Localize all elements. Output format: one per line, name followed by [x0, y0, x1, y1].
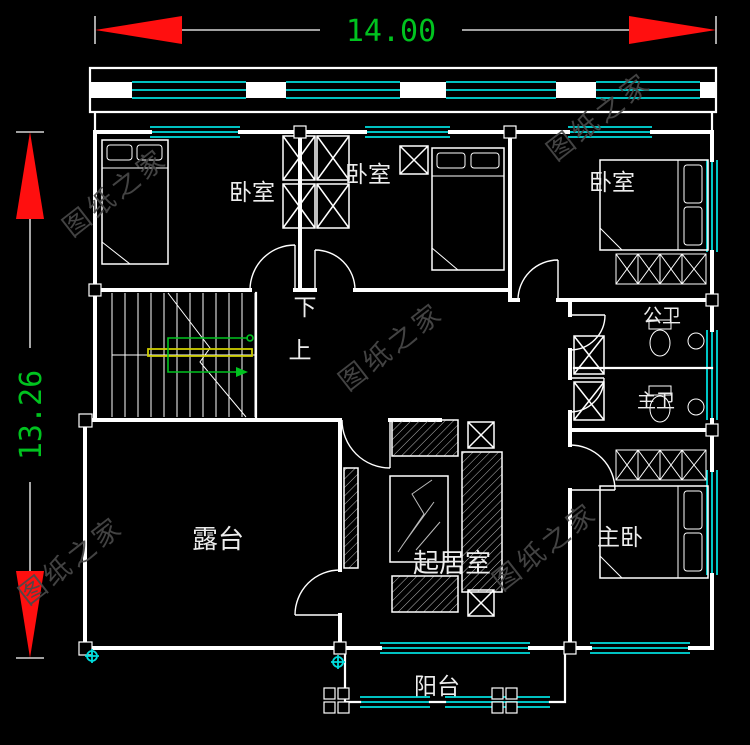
- stair-arrow-start: [246, 334, 254, 342]
- washbasin: [687, 332, 705, 350]
- pillow: [683, 490, 703, 530]
- stair-handrail: [147, 348, 253, 357]
- height-dimension-label: 13.26: [14, 370, 49, 460]
- nightstand: [399, 145, 429, 175]
- dim-line-top: [94, 16, 717, 44]
- stairs-up-label: 上: [289, 338, 312, 364]
- columns: [78, 125, 719, 714]
- door-swings: [249, 244, 616, 616]
- watermark-text: 图纸之家: [487, 497, 604, 598]
- dim-line-left: [16, 131, 44, 659]
- roof-band: [88, 66, 718, 134]
- room-label-public-bath: 公卫: [643, 305, 681, 327]
- wardrobe: [282, 135, 350, 229]
- tv-cabinet: [343, 467, 359, 569]
- dim-arrow-right-icon: [629, 16, 716, 44]
- coffee-table-marble: [397, 479, 441, 553]
- room-label-living-room: 起居室: [413, 549, 491, 579]
- side-table: [467, 589, 495, 617]
- pillow: [436, 152, 466, 169]
- level-markers: [85, 649, 345, 669]
- sofa-top: [391, 419, 459, 457]
- stair-direction-arrow: [167, 337, 248, 373]
- pillow: [106, 144, 133, 161]
- room-label-terrace: 露台: [192, 525, 244, 555]
- band-pier: [246, 82, 286, 98]
- pillow: [136, 144, 163, 161]
- band-pier: [400, 82, 446, 98]
- room-label-balcony: 阳台: [414, 674, 460, 700]
- room-label-master-bedroom: 主卧: [597, 525, 643, 551]
- watermarks: 图纸之家 图纸之家 图纸之家 图纸之家 图纸之家: [13, 67, 658, 612]
- pillow: [683, 206, 703, 246]
- band-pier: [556, 82, 596, 98]
- bed-bedroom1: [101, 139, 169, 265]
- coffee-table: [389, 475, 449, 563]
- pillow: [470, 152, 500, 169]
- watermark-text: 图纸之家: [13, 511, 130, 612]
- washbasin: [687, 398, 705, 416]
- room-label-master-bath: 主卫: [637, 390, 675, 412]
- pillow: [683, 164, 703, 204]
- bed-bedroom2: [399, 145, 505, 271]
- dim-arrow-down-icon: [16, 571, 44, 658]
- toilet: [648, 385, 672, 423]
- pillow: [683, 532, 703, 572]
- watermark-text: 图纸之家: [333, 297, 450, 398]
- rug: [615, 449, 707, 481]
- staircase: [111, 292, 256, 418]
- stairs-down-label: 下: [294, 295, 317, 321]
- toilet: [648, 319, 672, 357]
- band-pier: [90, 82, 132, 98]
- balcony-columns: [323, 687, 518, 714]
- bathroom-fixtures: [573, 319, 705, 423]
- outer-walls: [83, 130, 714, 650]
- band-pier: [700, 82, 716, 98]
- sofa-long: [461, 451, 503, 593]
- interior-walls: [93, 130, 714, 650]
- sofa-bottom: [391, 575, 459, 613]
- room-label-bedroom3: 卧室: [589, 170, 635, 196]
- bed-master-bedroom: [599, 449, 709, 579]
- bed-bedroom3: [599, 159, 709, 285]
- room-label-bedroom2: 卧室: [345, 162, 391, 188]
- side-table: [467, 421, 495, 449]
- stair-break-line: [167, 292, 247, 418]
- room-labels: 卧室 卧室 卧室 下 上 公卫 主卫 露台 起居室 主卧 阳台: [192, 162, 681, 700]
- bath-cabinet: [573, 335, 605, 421]
- top-dimension: 14.00: [94, 14, 717, 49]
- stair-treads: [111, 293, 256, 417]
- room-label-bedroom1: 卧室: [229, 180, 275, 206]
- left-dimension: 13.26: [14, 131, 49, 659]
- dim-arrow-up-icon: [16, 132, 44, 219]
- width-dimension-label: 14.00: [346, 14, 436, 49]
- dim-arrow-left-icon: [95, 16, 182, 44]
- living-room-furniture: [343, 419, 503, 617]
- windows: [132, 81, 718, 708]
- watermark-text: 图纸之家: [57, 143, 174, 244]
- stair-arrowhead-icon: [236, 367, 248, 377]
- rug: [615, 253, 707, 285]
